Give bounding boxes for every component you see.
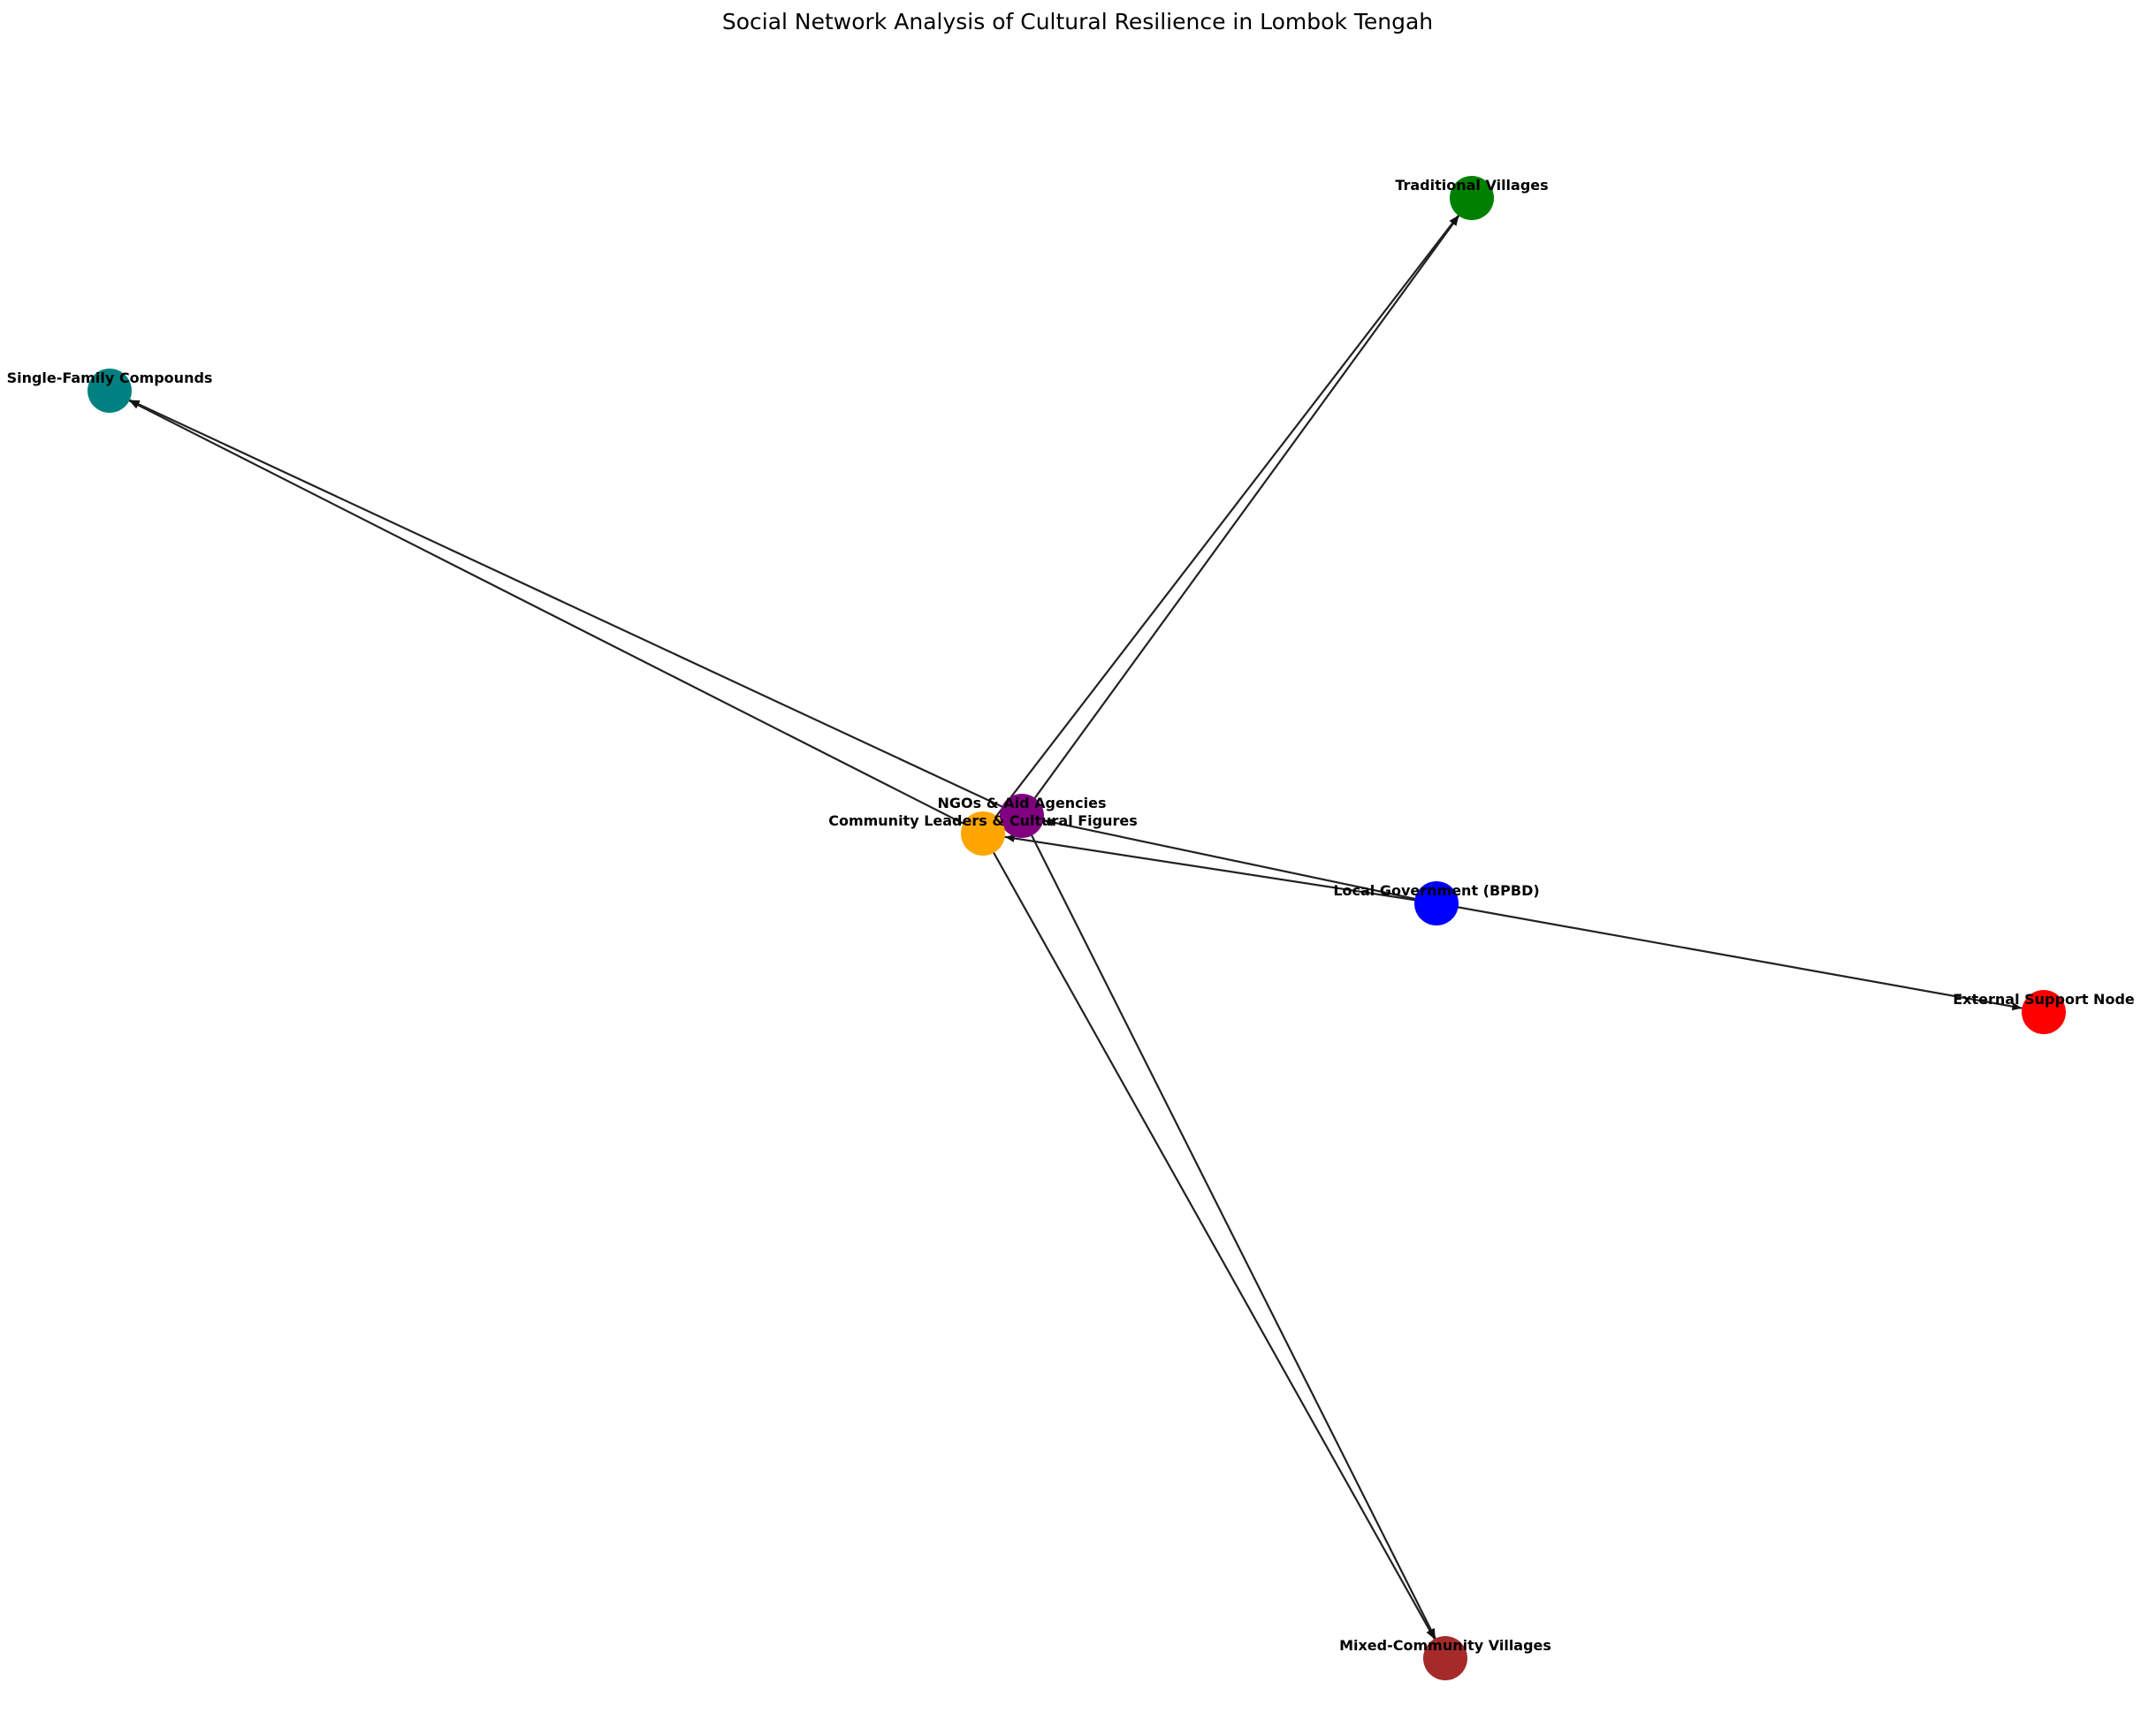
edge-community-to-single xyxy=(128,400,984,834)
edge-ngos-to-mixed xyxy=(1021,815,1436,1640)
nodes-layer xyxy=(88,176,2066,1680)
diagram-title: Social Network Analysis of Cultural Resi… xyxy=(722,9,1433,34)
edge-community-to-mixed xyxy=(982,833,1436,1640)
node-label-single: Single-Family Compounds xyxy=(7,369,213,386)
node-label-localgov: Local Government (BPBD) xyxy=(1333,882,1539,899)
node-label-community: Community Leaders & Cultural Figures xyxy=(828,812,1138,829)
edge-localgov-to-community xyxy=(1004,834,1437,905)
node-label-external: External Support Node xyxy=(1953,991,2135,1008)
node-community xyxy=(961,811,1005,856)
node-mixed xyxy=(1423,1636,1467,1680)
edge-ngos-to-traditional xyxy=(1021,215,1460,817)
node-label-traditional: Traditional Villages xyxy=(1395,177,1548,194)
node-external xyxy=(2022,990,2066,1034)
node-ngos xyxy=(1000,794,1044,838)
edge-localgov-to-ngos xyxy=(1043,819,1437,905)
node-label-ngos: NGOs & Aid Agencies xyxy=(937,795,1106,811)
node-traditional xyxy=(1450,176,1494,220)
node-single xyxy=(88,369,132,413)
edge-ngos-to-single xyxy=(129,399,1023,817)
node-localgov xyxy=(1414,881,1459,925)
node-label-mixed: Mixed-Community Villages xyxy=(1339,1637,1551,1654)
edges-layer xyxy=(128,215,2023,1640)
edge-community-to-traditional xyxy=(982,215,1459,834)
edge-localgov-to-external xyxy=(1436,902,2023,1011)
